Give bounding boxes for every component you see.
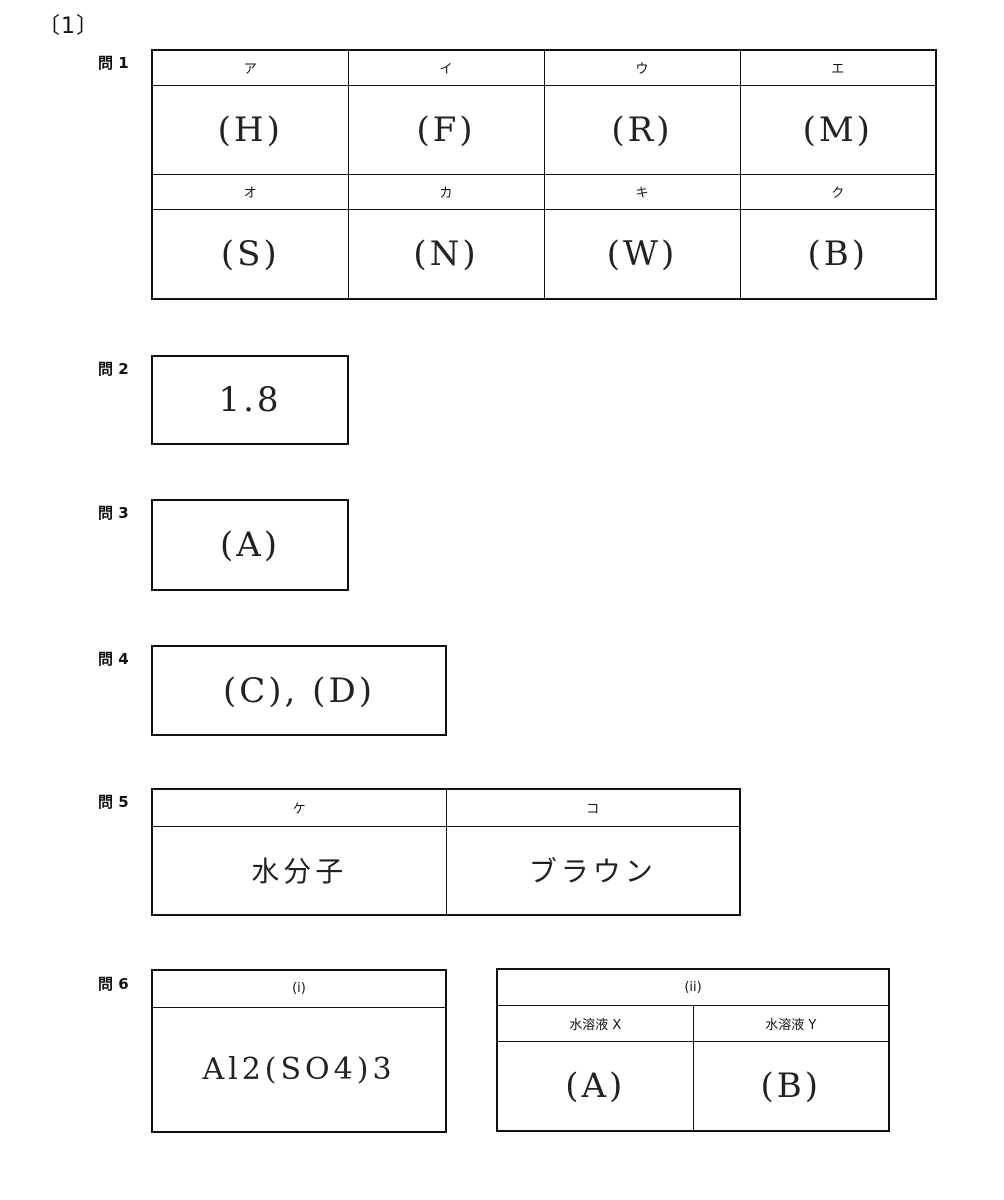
section-number: 〔1〕 [38, 14, 99, 39]
q6-ii-subheader-x: 水溶液 X [496, 1004, 694, 1042]
question-1-table: ア イ ウ エ (H) (F) (R) (M) オ カ キ ク (S) (N) … [151, 49, 937, 300]
question-4-answer-box[interactable]: (C), (D) [151, 645, 447, 736]
question-6-i-table: (i) Al2(SO4)3 [151, 969, 447, 1133]
q6-ii-subheader-y: 水溶液 Y [692, 1004, 890, 1042]
q1-header-ki: キ [543, 173, 741, 210]
question-3-answer-box[interactable]: (A) [151, 499, 349, 591]
q5-header-ko: コ [445, 788, 741, 827]
q1-answer-i[interactable]: (F) [347, 84, 545, 175]
q1-answer-o[interactable]: (S) [151, 208, 349, 300]
q1-header-o: オ [151, 173, 349, 210]
q1-answer-u[interactable]: (R) [543, 84, 741, 175]
q1-header-ku: ク [739, 173, 937, 210]
q5-answer-ko[interactable]: ブラウン [445, 825, 741, 916]
question-6-label: 問 6 [98, 975, 129, 993]
q1-answer-ki[interactable]: (W) [543, 208, 741, 300]
q1-header-ka: カ [347, 173, 545, 210]
question-5-label: 問 5 [98, 793, 129, 811]
q5-answer-ke[interactable]: 水分子 [151, 825, 447, 916]
q1-answer-a[interactable]: (H) [151, 84, 349, 175]
question-4-label: 問 4 [98, 650, 129, 668]
q6-i-answer[interactable]: Al2(SO4)3 [151, 1006, 447, 1133]
q1-answer-e[interactable]: (M) [739, 84, 937, 175]
q6-i-header: (i) [151, 969, 447, 1008]
q1-header-u: ウ [543, 49, 741, 86]
q5-header-ke: ケ [151, 788, 447, 827]
q1-answer-ku[interactable]: (B) [739, 208, 937, 300]
q6-ii-answer-x[interactable]: (A) [496, 1040, 694, 1132]
question-2-label: 問 2 [98, 360, 129, 378]
q6-ii-answer-y[interactable]: (B) [692, 1040, 890, 1132]
question-6-ii-table: (ii) 水溶液 X 水溶液 Y (A) (B) [496, 968, 890, 1132]
q1-header-i: イ [347, 49, 545, 86]
question-1-label: 問 1 [98, 54, 129, 72]
question-5-table: ケ コ 水分子 ブラウン [151, 788, 741, 916]
q1-answer-ka[interactable]: (N) [347, 208, 545, 300]
question-3-label: 問 3 [98, 504, 129, 522]
question-2-answer-box[interactable]: 1.8 [151, 355, 349, 445]
q1-header-a: ア [151, 49, 349, 86]
q6-ii-header: (ii) [496, 968, 890, 1006]
q1-header-e: エ [739, 49, 937, 86]
